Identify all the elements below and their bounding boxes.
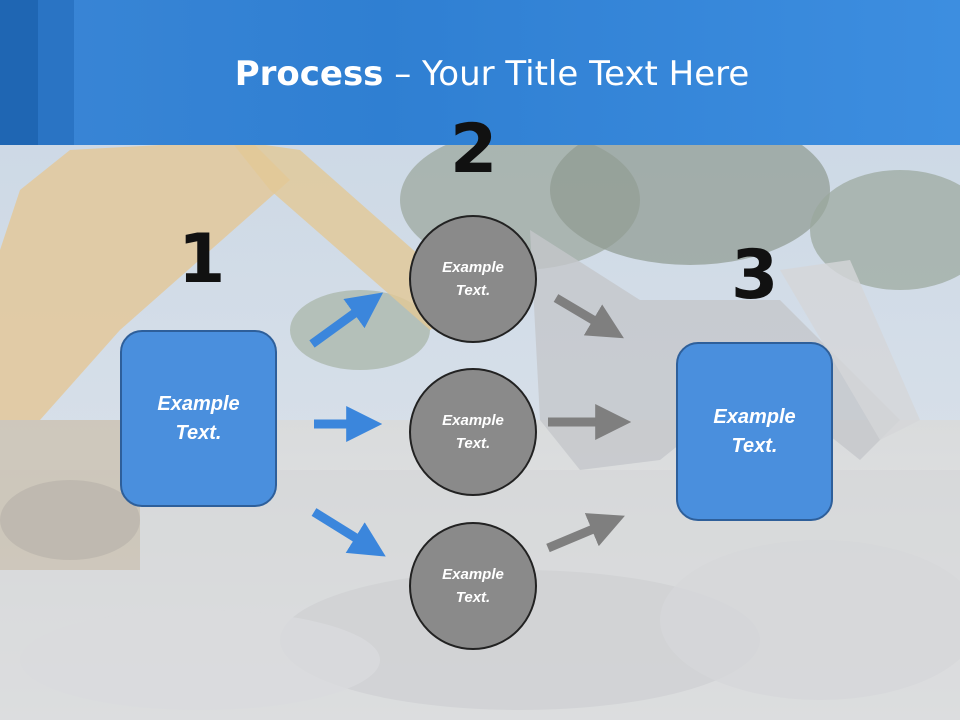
step-3-number: 3 (731, 236, 779, 315)
circle-line1: Example (442, 412, 504, 429)
circle-line2: Text. (455, 282, 491, 299)
arrow-up-right (309, 292, 384, 348)
slide-title: Process – Your Title Text Here (0, 52, 960, 96)
title-bold: Process (234, 54, 384, 94)
circle-line2: Text. (455, 435, 491, 452)
arrow-gray-down-right (553, 294, 624, 339)
step-1-box-line1: Example (157, 392, 240, 415)
title-rest: – Your Title Text Here (383, 54, 750, 94)
banner-stripe (38, 0, 74, 145)
circle-line1: Example (442, 259, 504, 276)
arrow-gray-up-right (546, 513, 625, 553)
step-1-box-line2: Text. (175, 421, 222, 444)
step-2-number: 2 (450, 110, 498, 189)
banner-stripe (0, 0, 38, 145)
circle-line2: Text. (455, 589, 491, 606)
step-3-box-line1: Example (713, 405, 796, 428)
step-1-number: 1 (178, 220, 226, 299)
circle-line1: Example (442, 566, 504, 583)
title-banner: Process – Your Title Text Here (0, 0, 960, 145)
arrow-down-right (311, 508, 386, 557)
step-3-box-line2: Text. (731, 434, 778, 457)
